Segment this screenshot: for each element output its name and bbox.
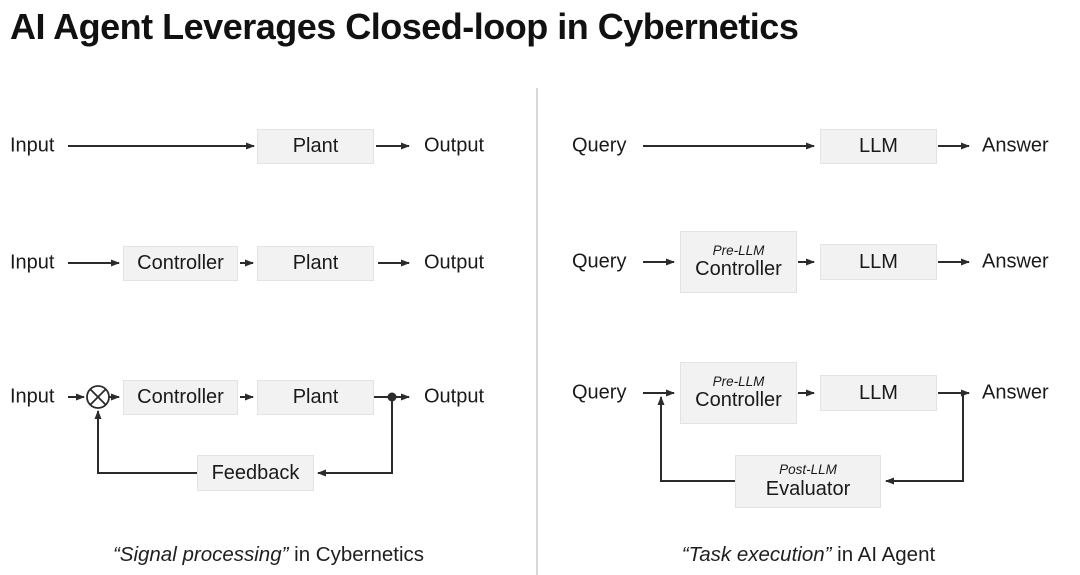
left-feedback-line-out [94,410,197,474]
column-divider [536,88,538,575]
left-feedback-box: Feedback [197,455,314,491]
plant-box-label: Plant [292,135,339,157]
right-row3-sink-label: Answer [982,381,1049,404]
right-row2-prellm-controller-box: Pre-LLM Controller [680,231,797,293]
left-feedback-line-in [317,397,393,477]
right-row1-source-label: Query [572,134,627,157]
controller-box-label: Controller [137,252,224,274]
prellm-sublabel: Pre-LLM [712,373,765,389]
summing-junction-cross [89,388,107,406]
right-caption-quoted: “Task execution” [681,543,832,566]
right-row2-source-label: Query [572,250,627,273]
page-title: AI Agent Leverages Closed-loop in Cybern… [10,6,799,47]
left-row3-source-label: Input [10,385,55,408]
right-feedback-line-out [657,396,735,482]
postllm-sublabel: Post-LLM [779,462,837,478]
evaluator-box-label: Evaluator [765,477,851,500]
right-row1-sink-label: Answer [982,134,1049,157]
right-row3-source-label: Query [572,381,627,404]
left-row1-source-label: Input [10,134,55,157]
right-postllm-evaluator-box: Post-LLM Evaluator [735,455,881,508]
right-feedback-line-in [885,393,964,485]
prellm-sublabel: Pre-LLM [712,242,765,258]
llm-box-label: LLM [859,250,898,273]
llm-box-label: LLM [859,381,898,404]
left-row2-plant-box: Plant [257,246,374,281]
right-caption-rest: in AI Agent [831,543,936,566]
controller-box-label: Controller [695,389,782,412]
right-row3-llm-box: LLM [820,375,937,411]
plant-box-label: Plant [292,252,339,274]
left-row1-plant-box: Plant [257,129,374,164]
left-caption-quoted: “Signal processing” [112,543,289,566]
feedback-box-label: Feedback [211,461,300,484]
left-row3-plant-box: Plant [257,380,374,415]
right-row3-prellm-controller-box: Pre-LLM Controller [680,362,797,424]
left-row2-controller-box: Controller [123,246,238,281]
controller-box-label: Controller [695,258,782,281]
plant-box-label: Plant [292,386,339,408]
right-row2-llm-box: LLM [820,244,937,280]
left-caption-rest: in Cybernetics [288,543,425,566]
left-row1-sink-label: Output [424,134,485,157]
right-row2-sink-label: Answer [982,250,1049,273]
controller-box-label: Controller [137,386,224,408]
right-row1-llm-box: LLM [820,129,937,164]
left-row2-sink-label: Output [424,251,485,274]
left-row2-source-label: Input [10,251,55,274]
left-row3-controller-box: Controller [123,380,238,415]
left-row3-sink-label: Output [424,385,485,408]
left-caption: “Signal processing” in Cybernetics [0,543,537,567]
right-caption: “Task execution” in AI Agent [537,543,1080,567]
llm-box-label: LLM [859,135,898,157]
